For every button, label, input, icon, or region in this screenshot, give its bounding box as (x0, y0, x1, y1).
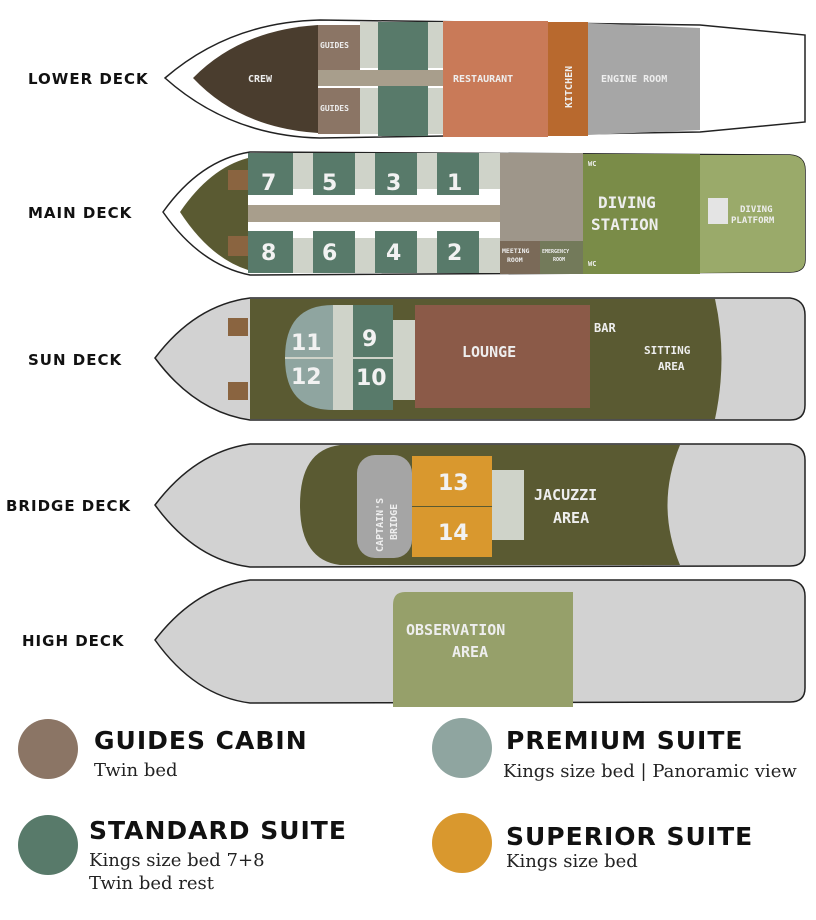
legend-desc: Twin bed rest (89, 873, 215, 894)
diving-station-label: STATION (591, 215, 658, 234)
bar-label: BAR (594, 321, 616, 335)
wc-label: WC (588, 160, 596, 168)
premium-suite-swatch (432, 718, 492, 778)
bridge-deck: BRIDGE DECK CAPTAIN'S BRIDGE 13 14 JACUZ… (6, 443, 806, 568)
observation-area (393, 592, 573, 707)
cabin-4 (375, 231, 417, 273)
legend-desc: Twin bed (94, 760, 178, 781)
captains-bridge (357, 455, 412, 558)
legend-desc: Kings size bed (506, 851, 638, 872)
cabin-3 (375, 153, 417, 195)
lounge (415, 305, 590, 408)
lower-deck: LOWER DECK CREW GUIDES GUIDES RESTAURANT… (28, 19, 806, 139)
sun-deck-label: SUN DECK (28, 351, 122, 369)
legend-title: GUIDES CABIN (94, 726, 308, 755)
high-deck-label: HIGH DECK (22, 632, 125, 650)
jacuzzi-area-label: AREA (553, 509, 589, 527)
corridor (248, 205, 500, 222)
bridge-deck-label: BRIDGE DECK (6, 497, 132, 515)
legend: GUIDES CABIN Twin bed PREMIUM SUITE King… (18, 718, 797, 894)
kitchen (548, 22, 588, 136)
diving-platform (700, 155, 805, 273)
cabin-7 (248, 153, 293, 195)
superior-cabin-13 (412, 456, 492, 506)
kitchen-label: KITCHEN (564, 66, 575, 108)
cabin-number: 6 (322, 241, 337, 266)
guides-label: GUIDES (320, 41, 349, 50)
diving-station (583, 154, 700, 274)
superior-cabin-14 (412, 507, 492, 557)
cabin-number: 7 (261, 171, 276, 196)
wc-label: WC (588, 260, 596, 268)
sun-deck: SUN DECK 11 12 9 10 LOUNGE BAR SITTING A… (28, 297, 806, 421)
meeting-room (500, 241, 540, 274)
jacuzzi-area-label: JACUZZI (534, 486, 597, 504)
lower-deck-label: LOWER DECK (28, 70, 149, 88)
sitting-area-label: AREA (658, 360, 685, 373)
standard-suite-swatch (18, 815, 78, 875)
guides-label: GUIDES (320, 104, 349, 113)
lounge-label: LOUNGE (462, 343, 516, 361)
standard-cabin (378, 22, 428, 70)
cabin-number: 5 (322, 171, 337, 196)
diving-platform-label: DIVING (740, 205, 773, 215)
captains-bridge-label: BRIDGE (389, 504, 400, 540)
cabin-6 (313, 231, 355, 273)
captains-bridge-label: CAPTAIN'S (375, 498, 386, 552)
superior-suite-swatch (432, 813, 492, 873)
cabin-1 (437, 153, 479, 195)
legend-desc: Kings size bed | Panoramic view (503, 761, 797, 782)
legend-title: STANDARD SUITE (89, 816, 347, 845)
high-deck: HIGH DECK OBSERVATION AREA (22, 579, 806, 707)
corridor (318, 70, 443, 86)
engine-room-label: ENGINE ROOM (601, 74, 667, 85)
restaurant-label: RESTAURANT (453, 74, 513, 85)
standard-cabin (378, 86, 428, 136)
emergency-room-label: EMERGENCY (542, 249, 569, 255)
observation-area-label: AREA (452, 643, 488, 661)
cabin-number: 11 (291, 331, 322, 356)
engine-room (588, 23, 700, 135)
meeting-room-label: MEETING (502, 247, 529, 255)
observation-area-label: OBSERVATION (406, 621, 505, 639)
cabin-number: 12 (291, 365, 322, 390)
legend-desc: Kings size bed 7+8 (89, 850, 265, 871)
emergency-room-label: ROOM (553, 257, 565, 263)
meeting-room-label: ROOM (507, 256, 523, 264)
sitting-area-label: SITTING (644, 344, 691, 357)
lobby (500, 153, 583, 241)
emergency-room (540, 241, 583, 274)
main-deck-label: MAIN DECK (28, 204, 133, 222)
cabin-number: 13 (438, 471, 469, 496)
cabin-number: 14 (438, 521, 469, 546)
main-deck: MAIN DECK 7 5 3 1 8 6 4 2 MEETING ROOM (28, 151, 806, 276)
legend-title: SUPERIOR SUITE (506, 822, 753, 851)
cabin-number: 10 (356, 366, 387, 391)
diving-platform-label: PLATFORM (731, 216, 775, 226)
cabin-2 (437, 231, 479, 273)
legend-title: PREMIUM SUITE (506, 726, 743, 755)
cabin-8 (248, 231, 293, 273)
cabin-number: 8 (261, 241, 276, 266)
guides-cabin-top (318, 25, 360, 70)
cabin-5 (313, 153, 355, 195)
cabin-number: 1 (447, 171, 462, 196)
cabin-number: 9 (362, 327, 377, 352)
guides-cabin-bottom (318, 88, 360, 134)
guides-cabin-swatch (18, 719, 78, 779)
crew-label: CREW (248, 74, 273, 85)
crew-area (193, 25, 318, 133)
cabin-number: 3 (386, 171, 401, 196)
cabin-number: 4 (386, 241, 401, 266)
diving-station-label: DIVING (598, 193, 656, 212)
cabin-number: 2 (447, 241, 462, 266)
restaurant (443, 21, 548, 137)
